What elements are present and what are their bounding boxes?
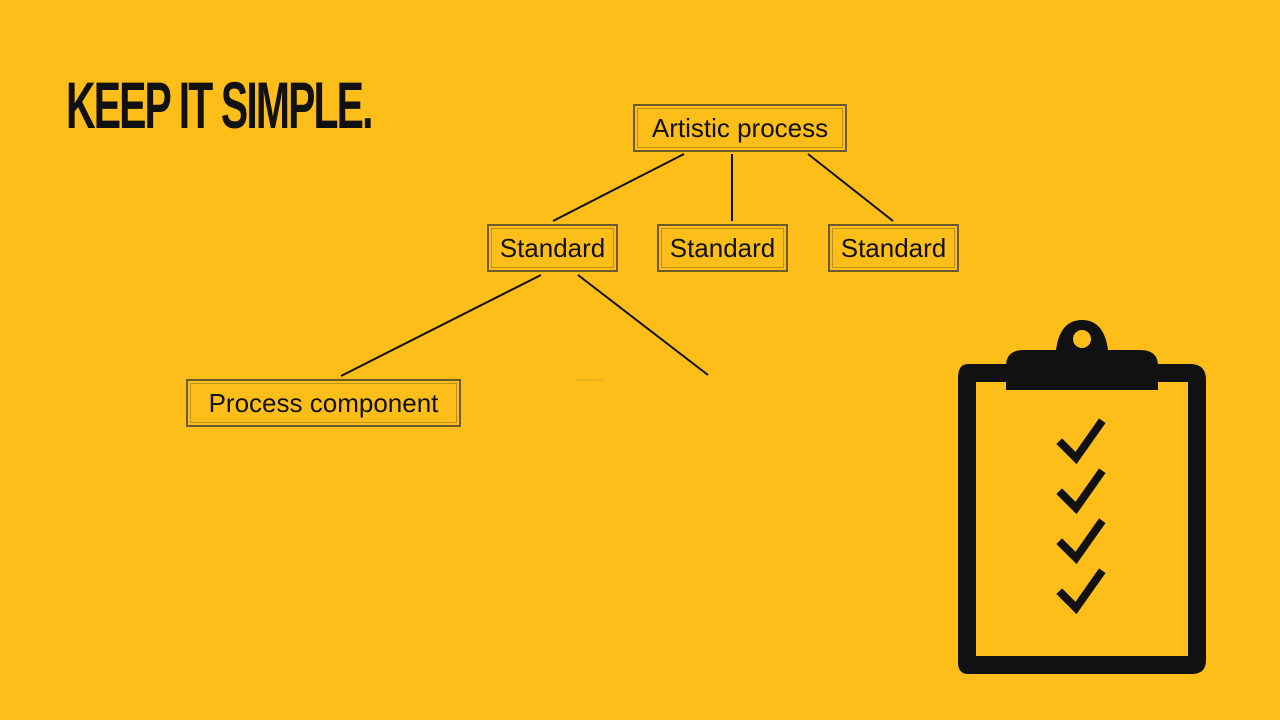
check-icon: [1056, 518, 1106, 565]
clipboard-board: [958, 364, 1206, 674]
diagram-standard-node-2: Standard: [657, 224, 788, 272]
diagram-component-node: Process component: [186, 379, 461, 427]
clipboard-checklist-icon: [958, 320, 1206, 674]
slide-title: KEEP IT SIMPLE.: [66, 62, 466, 152]
check-icon: [1056, 468, 1106, 515]
diagram-root-node: Artistic process: [633, 104, 847, 152]
connector-standard-component: [340, 274, 542, 377]
slide-title-text: KEEP IT SIMPLE.: [66, 68, 373, 142]
check-icon: [1056, 568, 1106, 615]
clipboard-clip: [1006, 320, 1158, 390]
connector-standard-empty: [577, 274, 709, 376]
diagram-standard-node-3: Standard: [828, 224, 959, 272]
check-icon: [1056, 418, 1106, 465]
connector-root-standard-1: [552, 153, 685, 222]
diagram-standard-node-1: Standard: [487, 224, 618, 272]
connector-root-standard-3: [807, 153, 894, 222]
